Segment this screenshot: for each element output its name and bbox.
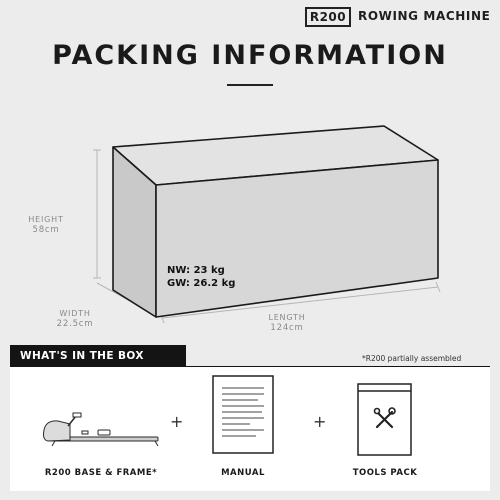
item-label-manual: MANUAL bbox=[221, 468, 265, 478]
manual-icon bbox=[212, 375, 274, 454]
plus-sign: + bbox=[170, 412, 184, 431]
assembly-note: *R200 partially assembled bbox=[362, 354, 462, 363]
item-label-tools-pack: TOOLS PACK bbox=[352, 468, 418, 478]
weight-info: NW: 23 kg GW: 26.2 kg bbox=[167, 264, 235, 290]
rowing-machine-icon bbox=[43, 412, 159, 447]
model-badge: R200 bbox=[305, 7, 351, 27]
length-label: LENGTH 124cm bbox=[262, 312, 312, 334]
height-label: HEIGHT 58cm bbox=[20, 214, 72, 236]
gross-weight: GW: 26.2 kg bbox=[167, 278, 236, 289]
width-value: 22.5cm bbox=[56, 319, 94, 329]
box-front-face bbox=[155, 159, 439, 318]
whats-in-the-box-heading: WHAT'S IN THE BOX bbox=[10, 345, 186, 367]
product-name: ROWING MACHINE bbox=[358, 9, 491, 23]
page-title: PACKING INFORMATION bbox=[52, 40, 448, 71]
section-divider bbox=[186, 366, 490, 367]
plus-sign: + bbox=[313, 412, 327, 431]
tools-pack-icon bbox=[357, 383, 412, 456]
width-label: WIDTH 22.5cm bbox=[52, 308, 98, 330]
height-value: 58cm bbox=[32, 225, 60, 235]
net-weight: NW: 23 kg bbox=[167, 265, 225, 276]
title-underline bbox=[227, 84, 273, 86]
item-label-base-frame: R200 BASE & FRAME* bbox=[44, 468, 158, 478]
length-value: 124cm bbox=[270, 323, 304, 333]
